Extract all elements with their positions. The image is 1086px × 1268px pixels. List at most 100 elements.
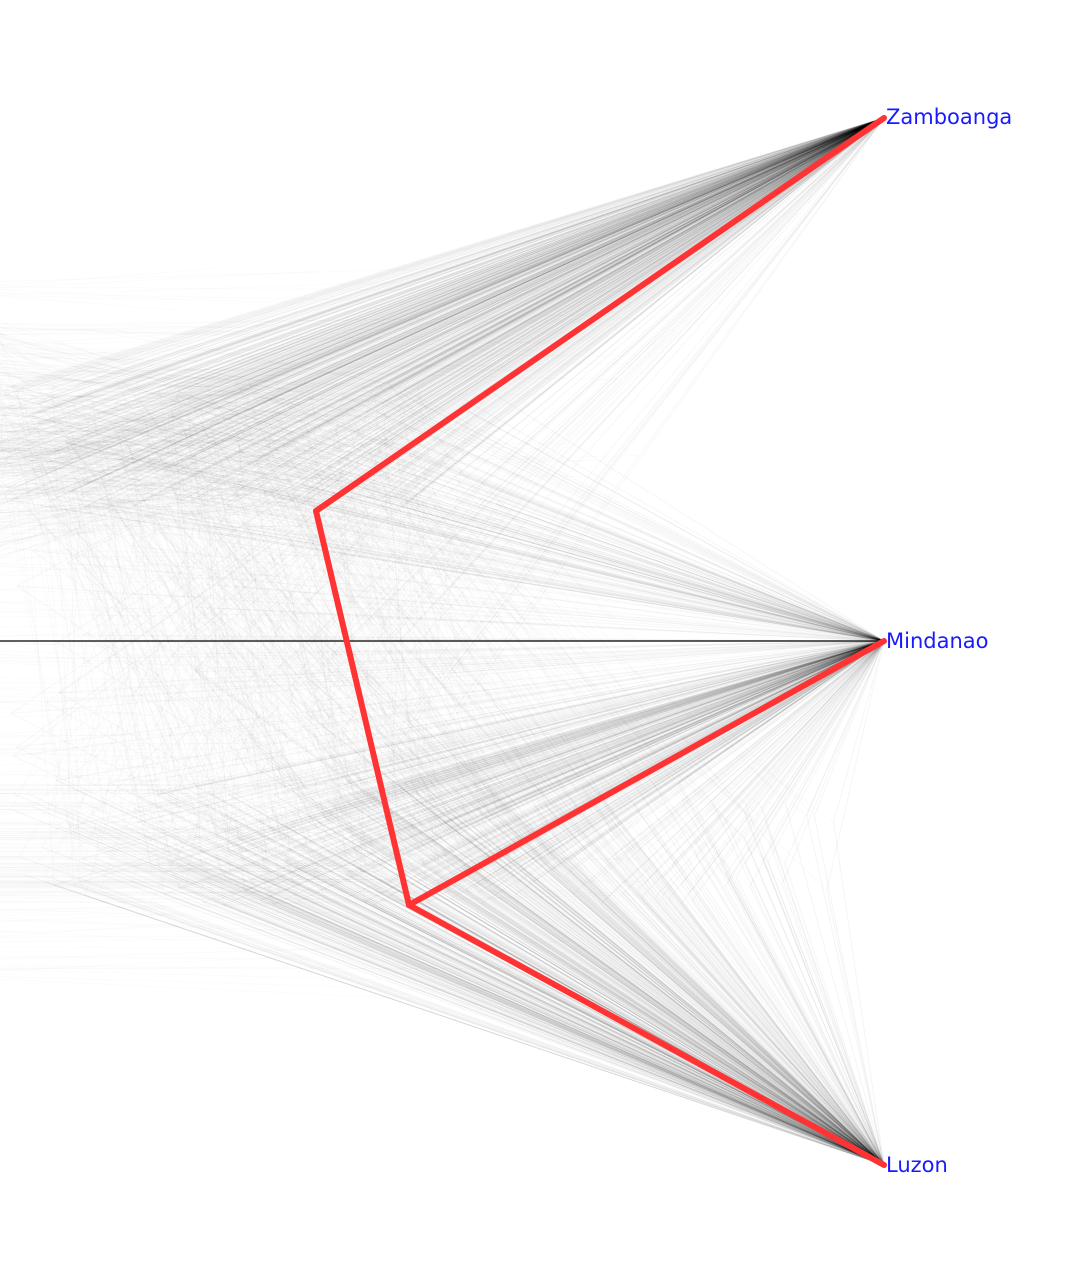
sampled-tree-branch <box>501 640 885 817</box>
sampled-tree-branch <box>188 117 885 391</box>
sampled-tree-branch <box>373 117 885 420</box>
sampled-tree-branch <box>265 893 885 1166</box>
sampled-tree-branch <box>375 802 885 1166</box>
sampled-tree-branch <box>53 640 885 886</box>
sampled-tree-branch <box>330 640 885 884</box>
sampled-tree-branch <box>404 838 885 1166</box>
sampled-tree-branch <box>261 640 885 824</box>
sampled-tree-branch <box>268 117 885 496</box>
sampled-tree-branch <box>286 117 885 442</box>
sampled-tree-branch <box>181 117 885 387</box>
sampled-tree-branch <box>311 117 885 388</box>
sampled-tree-branch <box>347 784 885 1166</box>
sampled-tree-branch <box>386 117 885 419</box>
sampled-tree-branch <box>457 498 885 642</box>
sampled-tree-branch <box>28 117 885 428</box>
sampled-tree-branch <box>377 450 885 642</box>
sampled-tree-branch <box>301 483 885 642</box>
sampled-tree-branch <box>374 640 885 888</box>
sampled-tree-branch <box>185 117 885 455</box>
sampled-tree-branch <box>102 117 885 440</box>
sampled-tree-branch <box>232 640 885 847</box>
sampled-tree-branch <box>502 640 885 808</box>
sampled-tree-branch <box>466 873 885 1166</box>
sampled-tree-branch <box>445 117 885 497</box>
sampled-tree-branch <box>71 117 885 405</box>
sampled-tree-branch <box>355 117 885 432</box>
sampled-tree-branch <box>118 117 885 428</box>
sampled-tree-branch <box>473 784 885 1166</box>
sampled-tree-branch <box>743 640 885 839</box>
sampled-tree-branch <box>290 864 885 1166</box>
sampled-tree-branch <box>262 117 885 437</box>
sampled-tree-branch <box>350 640 885 837</box>
sampled-tree-branch <box>210 422 885 642</box>
sampled-tree-branch <box>119 459 885 642</box>
sampled-tree-branch <box>38 117 885 411</box>
sampled-tree-branch <box>321 832 885 1166</box>
sampled-tree-branch <box>784 640 885 804</box>
sampled-tree-branch <box>135 468 885 642</box>
sampled-tree-branch <box>626 640 885 862</box>
sampled-tree-branch <box>314 824 885 1166</box>
sampled-tree-branch <box>416 117 885 481</box>
sampled-tree-branch <box>484 857 885 1166</box>
sampled-tree-branch <box>622 640 885 894</box>
sampled-tree-branch <box>226 117 885 397</box>
sampled-tree-branch <box>123 117 885 498</box>
sampled-tree-branch <box>226 117 885 504</box>
sampled-tree-branch <box>323 640 885 815</box>
sampled-tree-branch <box>179 870 885 1166</box>
sampled-tree-branch <box>244 640 885 892</box>
sampled-tree-branch <box>640 897 885 1166</box>
sampled-tree-branch <box>351 117 885 437</box>
sampled-tree-branch <box>23 873 885 1166</box>
sampled-tree-branch <box>475 868 885 1166</box>
sampled-tree-branch <box>480 117 885 485</box>
sampled-tree-branch <box>380 117 885 440</box>
sampled-tree-branch <box>430 640 885 792</box>
sampled-tree-branch <box>267 797 885 1166</box>
sampled-tree-branch <box>276 117 885 462</box>
sampled-tree-branch <box>458 117 885 475</box>
sampled-tree-branch <box>652 827 885 1166</box>
sampled-tree-branch <box>364 901 885 1166</box>
sampled-tree-branch <box>461 875 885 1166</box>
sampled-tree-branch <box>443 821 885 1166</box>
sampled-tree-branch <box>589 882 885 1166</box>
sampled-tree-branch <box>473 826 885 1166</box>
sampled-tree-branch <box>0 921 209 936</box>
sampled-tree-branch <box>546 640 885 856</box>
sampled-tree-branch <box>425 640 885 789</box>
sampled-tree-branch <box>453 640 885 786</box>
sampled-tree-branch <box>559 821 885 1166</box>
sampled-tree-branch <box>86 117 885 463</box>
sampled-tree-branch <box>437 883 885 1166</box>
sampled-tree-branch <box>368 793 885 1166</box>
sampled-tree-branch <box>602 640 885 876</box>
sampled-tree-branch <box>725 874 885 1166</box>
sampled-tree-branch <box>405 396 885 642</box>
sampled-tree-branch <box>744 640 885 815</box>
sampled-tree-branch <box>168 862 885 1166</box>
sampled-tree-branch <box>520 870 885 1166</box>
sampled-tree-branch <box>200 117 885 447</box>
sampled-tree-branch <box>581 789 885 1166</box>
sampled-tree-branch <box>343 783 885 1166</box>
sampled-tree-branch <box>266 117 885 506</box>
sampled-tree-branch <box>214 826 885 1166</box>
sampled-tree-branch <box>168 117 885 417</box>
sampled-tree-branch <box>137 797 885 1166</box>
sampled-tree-branch <box>291 640 885 882</box>
sampled-tree-branch <box>132 117 885 391</box>
sampled-tree-branch <box>136 117 885 383</box>
sampled-tree-branch <box>784 640 885 864</box>
sampled-tree-branch <box>92 117 885 421</box>
sampled-tree-branch <box>492 640 885 810</box>
sampled-tree-branch <box>401 470 885 642</box>
sampled-tree-branch <box>284 861 885 1166</box>
sampled-tree-branch <box>762 859 885 1166</box>
sampled-tree-branch <box>418 786 885 1166</box>
sampled-tree-branch <box>488 820 885 1166</box>
